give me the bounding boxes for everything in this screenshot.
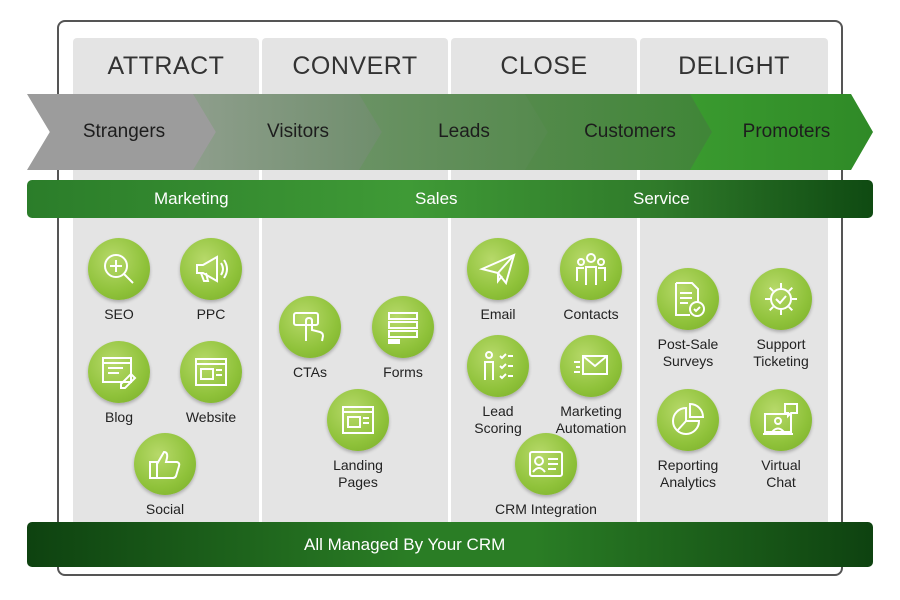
tool-contacts: Contacts bbox=[531, 238, 651, 323]
tool-blog: Blog bbox=[59, 341, 179, 426]
tool-label: Post-Sale Surveys bbox=[657, 336, 719, 369]
stage-title-convert: CONVERT bbox=[292, 52, 418, 80]
department-band: Marketing Sales Service bbox=[27, 180, 873, 218]
band-label-sales: Sales bbox=[415, 189, 458, 208]
tool-label: Blog bbox=[104, 409, 134, 425]
fast-envelope-icon bbox=[560, 335, 622, 397]
tool-ppc: PPC bbox=[151, 238, 271, 323]
tool-label: Social bbox=[145, 501, 185, 517]
people-icon bbox=[560, 238, 622, 300]
gear-check-icon bbox=[750, 268, 812, 330]
band-label-crm: All Managed By Your CRM bbox=[304, 534, 506, 554]
stage-title-delight: DELIGHT bbox=[678, 52, 790, 80]
tool-label: Contacts bbox=[563, 306, 619, 322]
stage-title-close: CLOSE bbox=[500, 52, 588, 80]
tool-label: SEO bbox=[104, 306, 134, 322]
tool-social: Social bbox=[105, 433, 225, 518]
blog-window-icon bbox=[88, 341, 150, 403]
browser-window-icon bbox=[180, 341, 242, 403]
id-card-icon bbox=[515, 433, 577, 495]
tool-label: PPC bbox=[196, 306, 226, 322]
chat-person-icon bbox=[750, 389, 812, 451]
arrow-customers: Customers bbox=[525, 94, 715, 170]
band-label-marketing: Marketing bbox=[154, 189, 229, 208]
band-label-service: Service bbox=[633, 189, 690, 208]
tool-label: Marketing Automation bbox=[555, 403, 627, 436]
tool-marketing-automation: Marketing Automation bbox=[531, 335, 651, 437]
stage-title-attract: ATTRACT bbox=[107, 52, 225, 80]
arrow-leads: Leads bbox=[359, 94, 549, 170]
tool-landing-pages: Landing Pages bbox=[298, 389, 418, 491]
tool-label: Support Ticketing bbox=[753, 336, 809, 369]
arrow-strangers: Strangers bbox=[27, 94, 217, 170]
checklist-person-icon bbox=[467, 335, 529, 397]
magnifier-plus-icon bbox=[88, 238, 150, 300]
crm-band: All Managed By Your CRM bbox=[27, 522, 873, 567]
tool-ctas: CTAs bbox=[250, 296, 370, 381]
arrow-visitors: Visitors bbox=[193, 94, 383, 170]
tool-label: Reporting Analytics bbox=[657, 457, 719, 490]
form-icon bbox=[372, 296, 434, 358]
tool-label: Email bbox=[480, 306, 516, 322]
tool-label: CRM Integration bbox=[495, 501, 597, 517]
tool-label: Website bbox=[185, 409, 237, 425]
arrow-label: Customers bbox=[584, 121, 676, 142]
tool-forms: Forms bbox=[343, 296, 463, 381]
tool-label: Virtual Chat bbox=[761, 457, 801, 490]
arrow-label: Leads bbox=[438, 121, 490, 142]
thumbs-up-icon bbox=[134, 433, 196, 495]
arrow-promoters: Promoters bbox=[690, 94, 873, 170]
tool-lead-scoring: Lead Scoring bbox=[438, 335, 558, 437]
survey-document-icon bbox=[657, 268, 719, 330]
tool-post-sale-surveys: Post-Sale Surveys bbox=[628, 268, 748, 370]
tool-website: Website bbox=[151, 341, 271, 426]
tool-label: Forms bbox=[383, 364, 423, 380]
arrow-label: Strangers bbox=[82, 121, 166, 142]
tool-label: CTAs bbox=[293, 364, 327, 380]
arrow-label: Promoters bbox=[742, 121, 831, 142]
tool-reporting-analytics: Reporting Analytics bbox=[628, 389, 748, 491]
tool-seo: SEO bbox=[59, 238, 179, 323]
tool-email: Email bbox=[438, 238, 558, 323]
pie-chart-icon bbox=[657, 389, 719, 451]
pointer-hand-icon bbox=[279, 296, 341, 358]
tool-crm-integration: CRM Integration bbox=[486, 433, 606, 518]
tool-virtual-chat: Virtual Chat bbox=[721, 389, 841, 491]
landing-page-icon bbox=[327, 389, 389, 451]
tool-support-ticketing: Support Ticketing bbox=[721, 268, 841, 370]
tool-label: Lead Scoring bbox=[474, 403, 522, 436]
paper-plane-icon bbox=[467, 238, 529, 300]
arrow-label: Visitors bbox=[267, 121, 329, 142]
megaphone-icon bbox=[180, 238, 242, 300]
tool-label: Landing Pages bbox=[333, 457, 383, 490]
